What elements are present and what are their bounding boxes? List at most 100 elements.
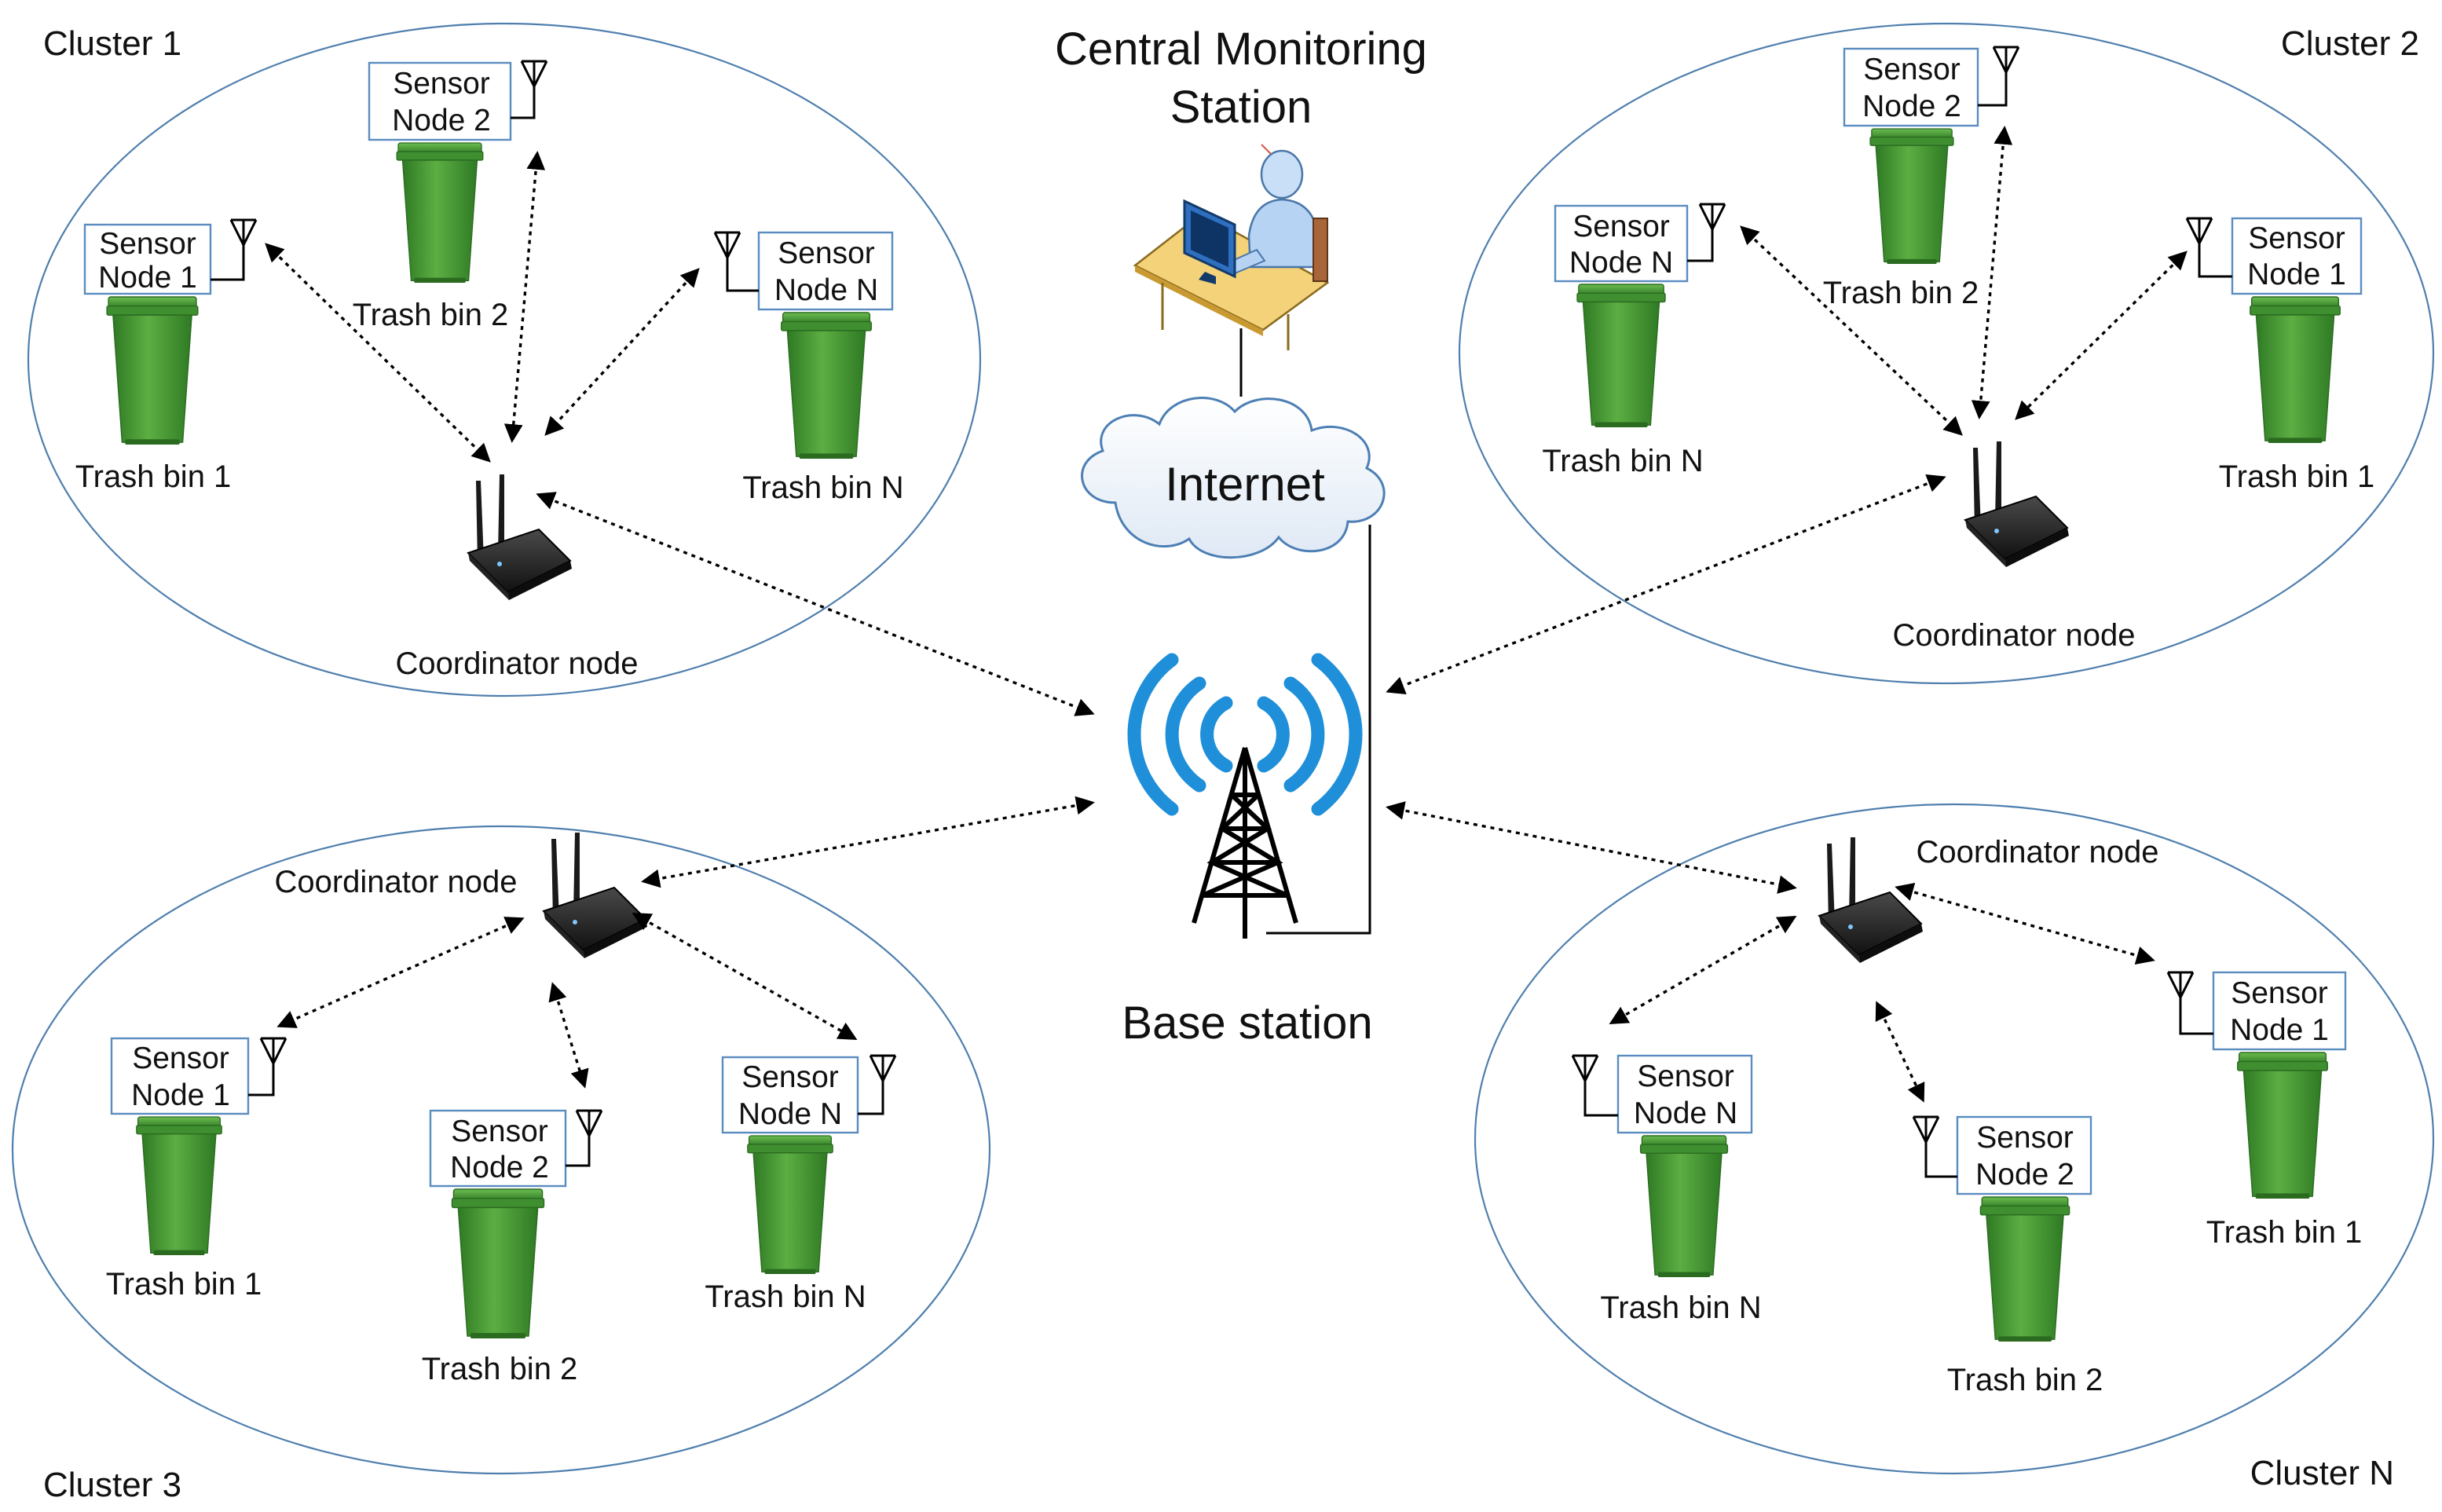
cluster3-coordinator-router-icon [543,832,648,959]
cluster2-coordinator-label: Coordinator node [1892,618,2135,653]
cluster-n-label: Cluster N [2250,1454,2394,1492]
cluster1-sensor-box-n [757,231,894,311]
cluster2-link-noden [1740,225,1963,436]
cluster1-antenna-n-wire [726,258,759,292]
cluster-1-label: Cluster 1 [43,24,181,63]
cluster1-trash-bin-n-icon [781,312,872,459]
cluster-3-label: Cluster 3 [43,1466,181,1504]
clusterN-coordinator-label: Coordinator node [1916,835,2158,869]
station-title-line2: Station [1170,82,1313,133]
cluster1-antenna-1-wire [211,245,245,281]
cluster2-link-node1 [2015,251,2188,420]
cluster3-sensor-node-1: Sensor Node 1 Trash bin 1 [106,1037,287,1301]
clusterN-sensor-2-line2: Node 2 [1975,1158,2074,1192]
cluster2-sensor-box-1 [2231,217,2363,295]
cluster-1: Sensor Node 1 Trash bin 1 Sensor Node 2 … [75,60,904,681]
cluster2-antenna-2-wire [1978,72,2008,107]
cluster3-trash-bin-n-icon [747,1135,833,1275]
internet-base-wire [1266,525,1371,935]
link-cluster2-base [1386,474,1946,694]
cluster2-trash-bin-1-label: Trash bin 1 [2219,459,2375,494]
cluster3-antenna-1-wire [248,1064,275,1096]
cluster1-sensor-node-2: Sensor Node 2 Trash bin 2 [353,60,548,332]
cluster2-antenna-1-wire [2198,243,2232,278]
cluster1-trash-bin-n-label: Trash bin N [742,470,903,505]
clusterN-sensor-1-line1: Sensor [2231,976,2328,1010]
clusterN-sensor-n-line2: Node N [1634,1096,1737,1130]
cluster3-sensor-box-n [721,1056,859,1134]
cluster2-antenna-n-icon [1698,203,1726,231]
cluster2-sensor-2-line2: Node 2 [1862,90,1961,123]
clusterN-antenna-n-wire [1583,1081,1618,1117]
cluster3-link-node1 [276,917,525,1028]
clusterN-sensor-box-1 [2212,971,2347,1051]
cluster3-sensor-2-line1: Sensor [451,1115,548,1148]
cluster3-trash-bin-2-label: Trash bin 2 [422,1352,578,1386]
clusterN-link-node2 [1875,1001,1925,1103]
cluster-3: Coordinator node Sensor Node 1 Trash bin… [106,832,897,1386]
cluster2-antenna-n-wire [1687,229,1714,262]
cluster2-antenna-2-icon [1992,46,2020,74]
cluster3-sensor-box-2 [429,1109,567,1188]
cluster-n: Coordinator node Sensor Node N Trash bin… [1571,835,2363,1397]
cluster1-sensor-node-n: Sensor Node N Trash bin N [713,231,904,505]
cluster1-trash-bin-1-icon [106,296,199,445]
clusterN-trash-bin-n-icon [1639,1135,1729,1278]
cluster1-antenna-n-icon [713,231,741,259]
cluster3-sensor-1-line1: Sensor [132,1042,229,1075]
clusterN-sensor-node-2: Sensor Node 2 Trash bin 2 [1912,1115,2103,1397]
cluster2-trash-bin-n-icon [1576,284,1666,428]
cluster2-sensor-2-line1: Sensor [1863,53,1961,86]
cluster1-sensor-n-line1: Sensor [778,236,875,270]
clusterN-coordinator-router-icon [1818,837,1924,964]
base-station-label: Base station [1122,998,1372,1049]
cluster1-sensor-box-1 [83,223,212,295]
clusterN-trash-bin-1-icon [2237,1052,2328,1199]
cluster2-coordinator-router-icon [1964,441,2070,568]
cluster2-sensor-1-line2: Node 1 [2247,258,2346,291]
clusterN-link-noden [1609,916,1797,1024]
central-monitoring-station: Central Monitoring Station [1055,24,1427,397]
clusterN-trash-bin-1-label: Trash bin 1 [2206,1215,2363,1250]
cluster1-antenna-2-wire [511,86,536,119]
cluster3-antenna-n-wire [858,1081,884,1115]
cluster2-sensor-node-2: Sensor Node 2 Trash bin 2 [1823,46,2020,310]
cluster3-coordinator-label: Coordinator node [274,865,517,899]
clusterN-trash-bin-2-label: Trash bin 2 [1947,1363,2103,1397]
clusterN-trash-bin-2-icon [1979,1196,2070,1342]
cluster2-trash-bin-1-icon [2250,296,2341,444]
cluster2-sensor-box-n [1554,204,1689,283]
clusterN-antenna-2-icon [1912,1115,1940,1144]
cluster3-antenna-2-wire [566,1136,591,1167]
cluster3-trash-bin-2-icon [451,1188,545,1339]
clusterN-sensor-box-2 [1956,1115,2092,1195]
cluster3-antenna-n-icon [869,1054,897,1082]
cluster2-sensor-1-line1: Sensor [2248,221,2345,255]
base-station-tower-icon [1127,653,1363,939]
cluster1-sensor-node-1: Sensor Node 1 Trash bin 1 [75,218,258,494]
cluster1-trash-bin-1-label: Trash bin 1 [75,459,232,494]
cluster1-link-node2 [503,151,546,443]
cluster1-link-noden [544,268,700,436]
cluster1-sensor-1-line1: Sensor [99,227,196,261]
cluster-3-boundary [11,825,991,1475]
station-title-line1: Central Monitoring [1055,24,1427,75]
clusterN-antenna-1-wire [2179,998,2213,1035]
cluster-2: Sensor Node N Trash bin N Sensor Node 2 … [1542,46,2375,653]
clusterN-antenna-1-icon [2166,971,2195,999]
cluster3-antenna-2-icon [575,1109,603,1137]
operator-workstation-icon [1133,144,1330,350]
clusterN-sensor-node-n: Sensor Node N Trash bin N [1571,1054,1762,1325]
cluster2-sensor-node-1: Sensor Node 1 Trash bin 1 [2185,217,2375,494]
cluster1-antenna-2-icon [520,60,548,88]
cluster2-link-node2 [1971,126,2013,419]
link-cluster1-base [536,492,1095,716]
internet-label: Internet [1165,458,1325,511]
cluster3-trash-bin-n-label: Trash bin N [705,1280,866,1314]
clusterN-sensor-box-n [1616,1054,1753,1134]
cluster-2-label: Cluster 2 [2281,24,2419,63]
cluster2-trash-bin-2-label: Trash bin 2 [1823,276,1979,310]
cluster3-antenna-1-icon [259,1037,287,1065]
clusterN-sensor-2-line1: Sensor [1976,1121,2074,1155]
